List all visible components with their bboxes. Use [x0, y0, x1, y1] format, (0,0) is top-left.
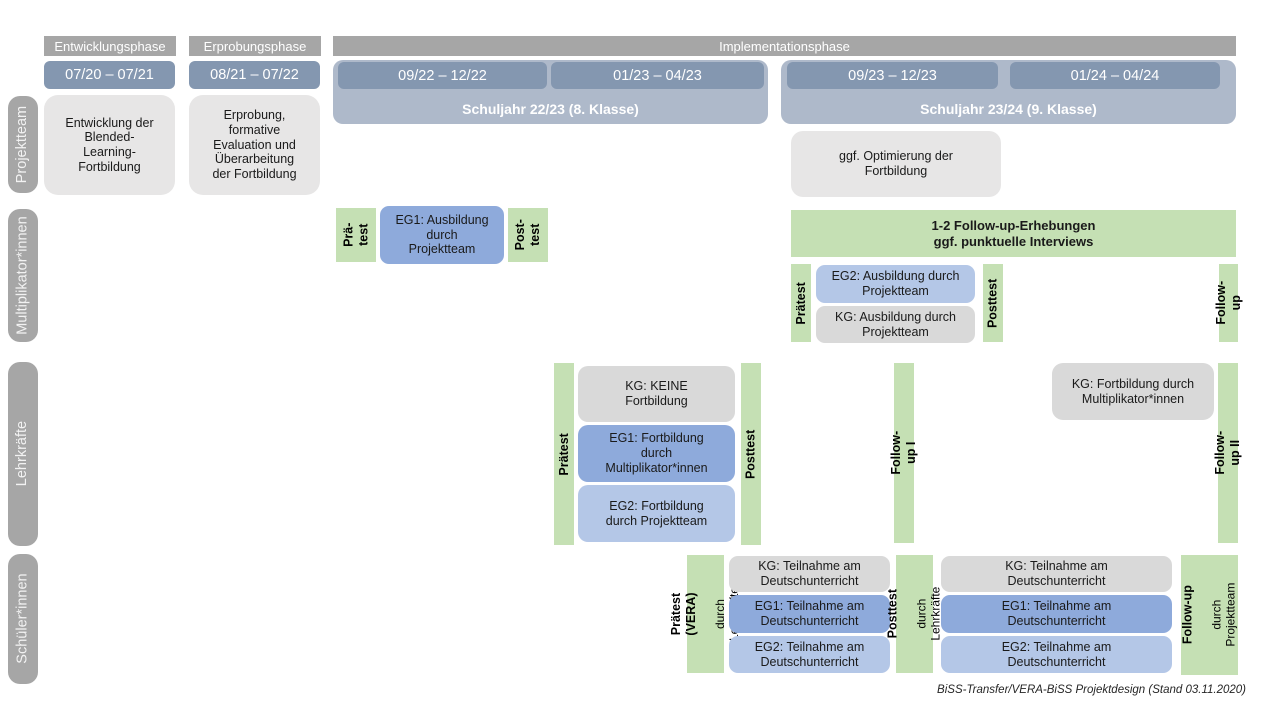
bar-followup1-lehrkraefte: Follow-up I [889, 363, 918, 543]
bar-posttest-schueler: Posttest durch Lehrkräfte [886, 555, 943, 673]
box-erprobung-evaluation: Erprobung, formative Evaluation und Über… [189, 95, 320, 195]
row-label-schueler: Schüler*innen [8, 554, 38, 684]
bar-posttest-multiplikatoren: Post- test [508, 208, 548, 262]
bar-praetest-lehrkraefte-text: Prätest [556, 432, 571, 476]
box-kg-teilnahme-2: KG: Teilnahme am Deutschunterricht [941, 556, 1172, 592]
box-eg1-teilnahme-2: EG1: Teilnahme am Deutschunterricht [941, 595, 1172, 633]
schoolyear-label-2223: Schuljahr 22/23 (8. Klasse) [462, 101, 639, 117]
box-eg2-ausbildung-projektteam: EG2: Ausbildung durch Projektteam [816, 265, 975, 303]
date-range-0821-0722: 08/21 – 07/22 [189, 61, 320, 89]
box-eg2-teilnahme-1: EG2: Teilnahme am Deutschunterricht [729, 636, 890, 673]
box-kg-fortbildung-multiplikatoren: KG: Fortbildung durch Multiplikator*inne… [1052, 363, 1214, 420]
bar-posttest-schueler-bold: Posttest [885, 589, 900, 639]
bar-followup1-lehrkraefte-text: Follow-up I [889, 431, 918, 475]
bar-followup-schueler-bold: Follow-up [1180, 585, 1195, 645]
bar-praetest2-multiplikatoren: Prätest [791, 264, 811, 342]
date-range-0124-0424: 01/24 – 04/24 [1010, 62, 1220, 89]
box-eg1-ausbildung-projektteam: EG1: Ausbildung durch Projektteam [380, 206, 504, 264]
row-label-projektteam-text: Projektteam [14, 105, 31, 184]
date-range-0922-1222: 09/22 – 12/22 [338, 62, 547, 89]
bar-praetest-lehrkraefte: Prätest [554, 363, 574, 545]
row-label-multiplikatoren-text: Multiplikator*innen [14, 216, 31, 335]
phase-header-entwicklungsphase: Entwicklungsphase [44, 36, 176, 56]
bar-followup-schueler: Follow-up durch Projektteam [1181, 555, 1238, 675]
row-label-lehrkraefte-text: Lehrkräfte [14, 421, 31, 487]
box-eg1-teilnahme-1: EG1: Teilnahme am Deutschunterricht [729, 595, 890, 633]
box-entwicklung-fortbildung: Entwicklung der Blended- Learning- Fortb… [44, 95, 175, 195]
box-kg-teilnahme-1: KG: Teilnahme am Deutschunterricht [729, 556, 890, 592]
date-range-0123-0423: 01/23 – 04/23 [551, 62, 764, 89]
box-optimierung-fortbildung: ggf. Optimierung der Fortbildung [791, 131, 1001, 197]
phase-header-erprobungsphase: Erprobungsphase [189, 36, 321, 56]
row-label-lehrkraefte: Lehrkräfte [8, 362, 38, 546]
row-label-schueler-text: Schüler*innen [14, 573, 31, 665]
bar-followup-multiplikatoren-text: Follow-up [1213, 281, 1243, 325]
bar-followup-multiplikatoren: Follow-up [1214, 264, 1243, 342]
date-range-0720-0721: 07/20 – 07/21 [44, 61, 175, 89]
box-kg-ausbildung-projektteam: KG: Ausbildung durch Projektteam [816, 306, 975, 343]
box-eg1-fortbildung-multiplikatoren: EG1: Fortbildung durch Multiplikator*inn… [578, 425, 735, 482]
bar-posttest-lehrkraefte: Posttest [741, 363, 761, 545]
bar-followup2-lehrkraefte-text: Follow-up II [1213, 431, 1242, 475]
schoolyear-container-2223: 09/22 – 12/22 01/23 – 04/23 Schuljahr 22… [333, 60, 768, 124]
bar-posttest-schueler-sub: durch Lehrkräfte [915, 586, 944, 642]
box-kg-keine-fortbildung: KG: KEINE Fortbildung [578, 366, 735, 422]
bar-praetest-vera-bold: Prätest (VERA) [669, 592, 698, 636]
bar-posttest2-multiplikatoren: Posttest [983, 264, 1003, 342]
date-range-0923-1223: 09/23 – 12/23 [787, 62, 998, 89]
row-label-multiplikatoren: Multiplikator*innen [8, 209, 38, 342]
bar-posttest2-multiplikatoren-text: Posttest [985, 278, 1000, 328]
diagram-caption: BiSS-Transfer/VERA-BiSS Projektdesign (S… [937, 684, 1246, 696]
row-label-projektteam: Projektteam [8, 96, 38, 193]
schoolyear-container-2324: 09/23 – 12/23 01/24 – 04/24 Schuljahr 23… [781, 60, 1236, 124]
bar-followup-schueler-sub: durch Projektteam [1210, 582, 1239, 648]
phase-header-implementationsphase: Implementationsphase [333, 36, 1236, 56]
box-eg2-teilnahme-2: EG2: Teilnahme am Deutschunterricht [941, 636, 1172, 673]
bar-praetest-multiplikatoren: Prä- test [336, 208, 376, 262]
schoolyear-label-2324: Schuljahr 23/24 (9. Klasse) [920, 101, 1097, 117]
box-followup-erhebungen: 1-2 Follow-up-Erhebungen ggf. punktuelle… [791, 210, 1236, 257]
bar-praetest-vera-schueler: Prätest (VERA) durch Lehrkräfte [669, 555, 742, 673]
bar-praetest2-multiplikatoren-text: Prätest [793, 281, 808, 325]
bar-posttest-lehrkraefte-text: Posttest [743, 429, 758, 479]
box-eg2-fortbildung-projektteam: EG2: Fortbildung durch Projektteam [578, 485, 735, 542]
bar-posttest-multiplikatoren-text: Post- test [513, 219, 542, 251]
bar-followup2-lehrkraefte: Follow-up II [1213, 363, 1242, 543]
bar-praetest-multiplikatoren-text: Prä- test [341, 222, 370, 248]
